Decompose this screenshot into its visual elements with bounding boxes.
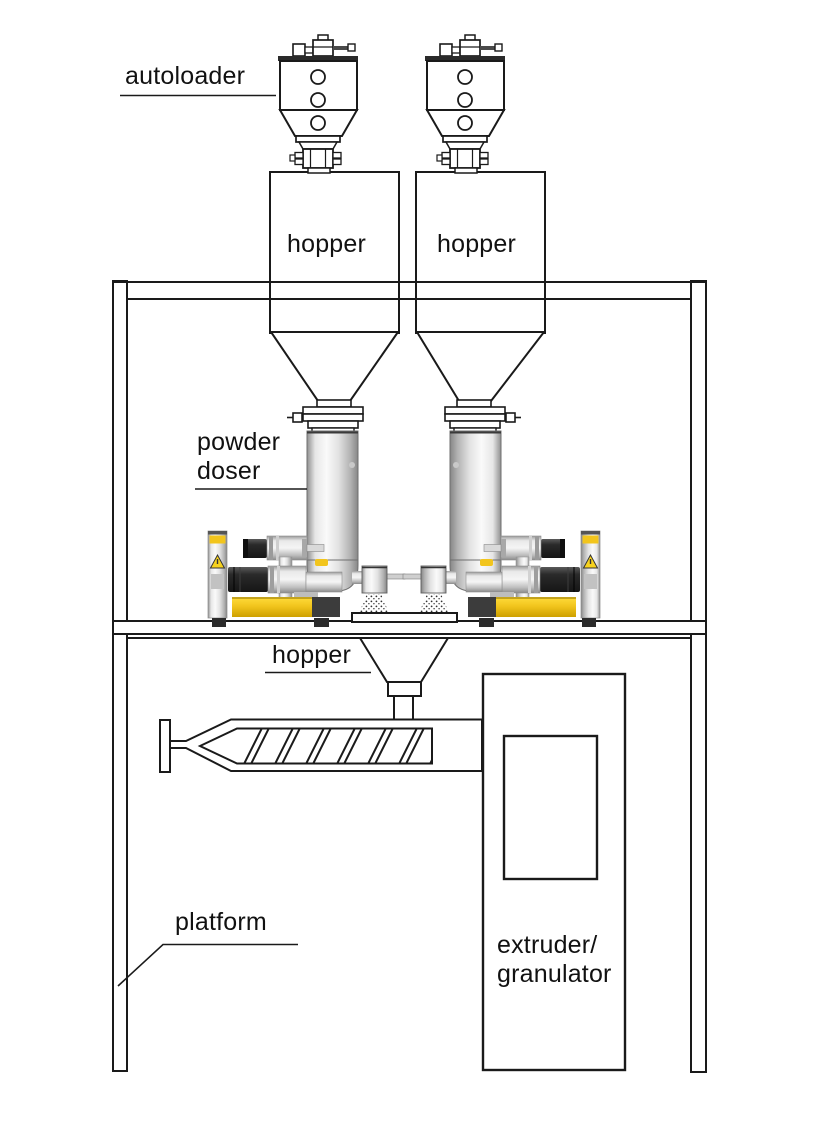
extruder-nozzle-plate <box>159 719 171 773</box>
label-powder-doser-line2: doser <box>197 457 261 485</box>
label-extruder-line2: granulator <box>497 960 612 988</box>
platform-left-leg <box>112 280 128 1072</box>
screw-flights <box>242 728 432 764</box>
platform-leader <box>117 943 298 987</box>
label-autoloader: autoloader <box>125 62 246 90</box>
collecting-plate <box>351 612 458 623</box>
label-extruder-line1: extruder/ <box>497 931 598 959</box>
powder-doser-right <box>402 399 601 628</box>
autoloader-left <box>277 34 359 174</box>
label-hopper-left: hopper <box>287 230 367 258</box>
label-platform: platform <box>175 908 267 936</box>
label-powder-doser: powder doser <box>197 428 280 486</box>
extruder-cabinet <box>481 672 627 1072</box>
hopper-left-cone <box>269 331 400 402</box>
platform-right-leg <box>690 280 707 1073</box>
label-leaders <box>117 94 371 987</box>
label-hopper-right: hopper <box>437 230 517 258</box>
hopper-right-cone <box>415 331 547 402</box>
extruder-barrel <box>159 718 483 773</box>
autoloader-right <box>424 34 506 174</box>
label-hopper-lower: hopper <box>272 641 352 669</box>
label-extruder-granulator: extruder/ granulator <box>497 931 612 989</box>
cabinet-window <box>502 734 599 881</box>
label-powder-doser-line1: powder <box>197 428 281 456</box>
lower-hopper-funnel <box>358 637 450 722</box>
hopper-left-box <box>269 171 400 334</box>
hopper-right-box <box>415 171 546 334</box>
